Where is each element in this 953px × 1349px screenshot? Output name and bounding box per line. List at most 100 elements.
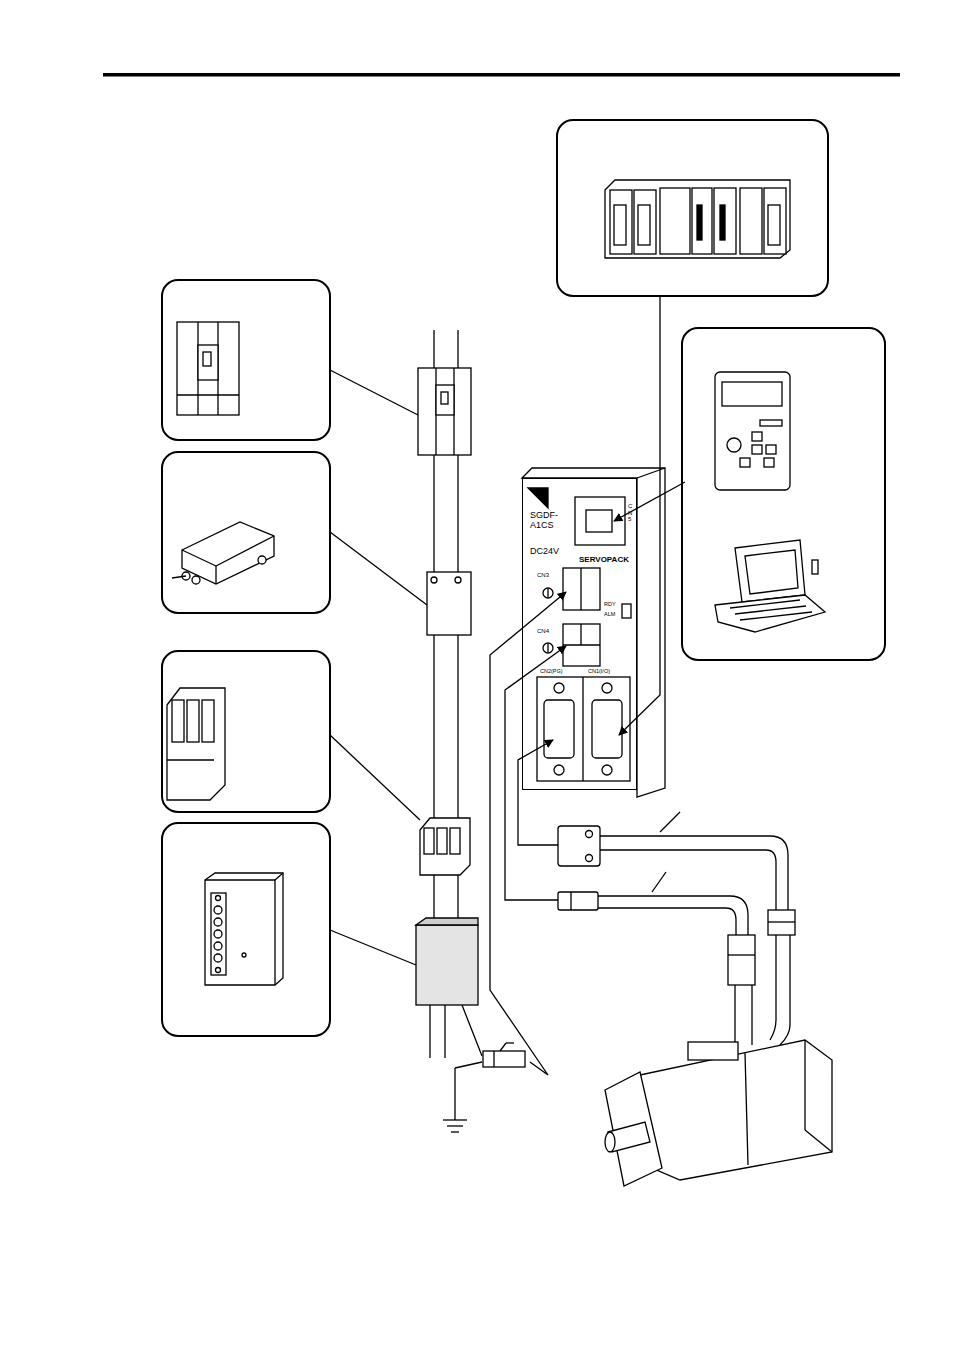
connector-name: CN1(I/O) — [588, 668, 610, 674]
power-plug — [493, 1051, 494, 1067]
digital-operator — [727, 438, 741, 452]
controller-rack — [720, 205, 725, 240]
controller-rack — [714, 188, 736, 254]
servo-amplifier — [580, 624, 581, 645]
circuit-breaker — [198, 345, 218, 380]
noise-filter — [172, 576, 186, 578]
power-plug — [483, 1043, 525, 1067]
digital-operator — [740, 458, 750, 467]
magnetic-contactor — [187, 700, 199, 742]
noise-filter — [192, 576, 200, 584]
controller-rack — [638, 205, 650, 245]
servo-amplifier — [637, 468, 665, 478]
circuit-breaker — [177, 394, 239, 395]
servo-amplifier — [622, 604, 631, 618]
leader-line — [330, 370, 427, 965]
cable-connector — [558, 826, 795, 985]
ground-symbol — [443, 1062, 482, 1132]
controller-rack — [614, 205, 626, 245]
servo-motor — [605, 1132, 615, 1152]
callout-box — [162, 452, 330, 613]
ground-symbol — [454, 1068, 455, 1120]
power-supply — [205, 873, 283, 985]
circuit-breaker — [436, 385, 454, 415]
cable-connector — [586, 855, 593, 862]
callout-box — [557, 120, 828, 296]
power-wire — [429, 1005, 430, 1058]
cable-connector — [558, 892, 598, 910]
controller-rack — [605, 180, 790, 258]
controller-rack — [692, 188, 712, 254]
personal-computer — [812, 560, 818, 574]
motor-cable — [598, 908, 736, 935]
circuit-breaker — [177, 322, 239, 415]
callout-box — [162, 120, 885, 1036]
controller-rack — [605, 180, 790, 258]
power-supply — [214, 930, 222, 938]
noise-filter — [427, 572, 471, 635]
cable-lead — [490, 592, 566, 1075]
connector-name: CN3 — [537, 572, 549, 579]
digital-operator — [752, 445, 762, 454]
model-number: SGDF- A1CS — [530, 511, 566, 531]
servo-amplifier — [602, 683, 612, 693]
servo-amplifier — [522, 468, 665, 797]
servo-amplifier — [592, 700, 622, 758]
system-illustration — [103, 73, 900, 1186]
circuit-breaker — [441, 392, 448, 404]
controller-rack — [660, 188, 690, 254]
power-supply — [205, 879, 275, 880]
power-supply — [205, 873, 283, 985]
cable-connector — [728, 935, 755, 985]
noise-filter — [431, 577, 437, 583]
servo-motor — [688, 1042, 738, 1060]
noise-filter — [216, 536, 274, 566]
servo-amplifier — [586, 510, 612, 532]
servo-amplifier — [580, 568, 581, 610]
magnetic-contactor — [424, 828, 434, 854]
power-supply — [214, 906, 222, 914]
power-supply — [216, 896, 221, 901]
servo-amplifier — [547, 589, 548, 597]
digital-operator — [722, 382, 782, 406]
motor-cable — [598, 812, 790, 1045]
servo-amplifier — [563, 624, 600, 666]
magnetic-contactor — [172, 700, 184, 742]
cable-lead — [518, 740, 558, 845]
servo-amplifier — [528, 488, 548, 508]
callout-box — [162, 823, 330, 1036]
servo-motor — [805, 1130, 832, 1152]
connector-name: CN4 — [537, 628, 549, 635]
cable-connector — [586, 831, 593, 838]
personal-computer — [735, 606, 806, 614]
callout-box — [162, 280, 330, 440]
servo-motor — [804, 1040, 805, 1130]
servo-motor — [605, 1072, 662, 1186]
power-wire — [462, 1005, 482, 1056]
servo-amplifier — [554, 765, 564, 775]
leader-line — [330, 370, 418, 415]
ground-symbol — [447, 1125, 463, 1126]
noise-filter — [427, 572, 471, 635]
noise-filter — [182, 522, 274, 584]
cable-lead — [490, 296, 685, 1075]
ground-symbol — [451, 1131, 459, 1132]
header-rule — [103, 73, 900, 77]
power-supply — [216, 968, 221, 973]
connector-name: CN2(PG) — [540, 668, 563, 674]
servo-amplifier — [543, 643, 553, 653]
ground-symbol — [455, 1062, 482, 1068]
leader-line — [330, 735, 420, 820]
digital-operator — [752, 432, 762, 441]
personal-computer — [715, 595, 825, 632]
product-name: SERVOPACK — [579, 556, 629, 565]
circuit-breaker — [418, 368, 471, 455]
power-supply — [242, 953, 246, 957]
noise-filter — [172, 522, 274, 584]
motor-cable — [600, 850, 776, 910]
magnetic-contactor — [437, 828, 447, 854]
servo-amplifier — [582, 677, 583, 781]
servo-amplifier — [554, 683, 564, 693]
controller-rack — [764, 188, 786, 254]
